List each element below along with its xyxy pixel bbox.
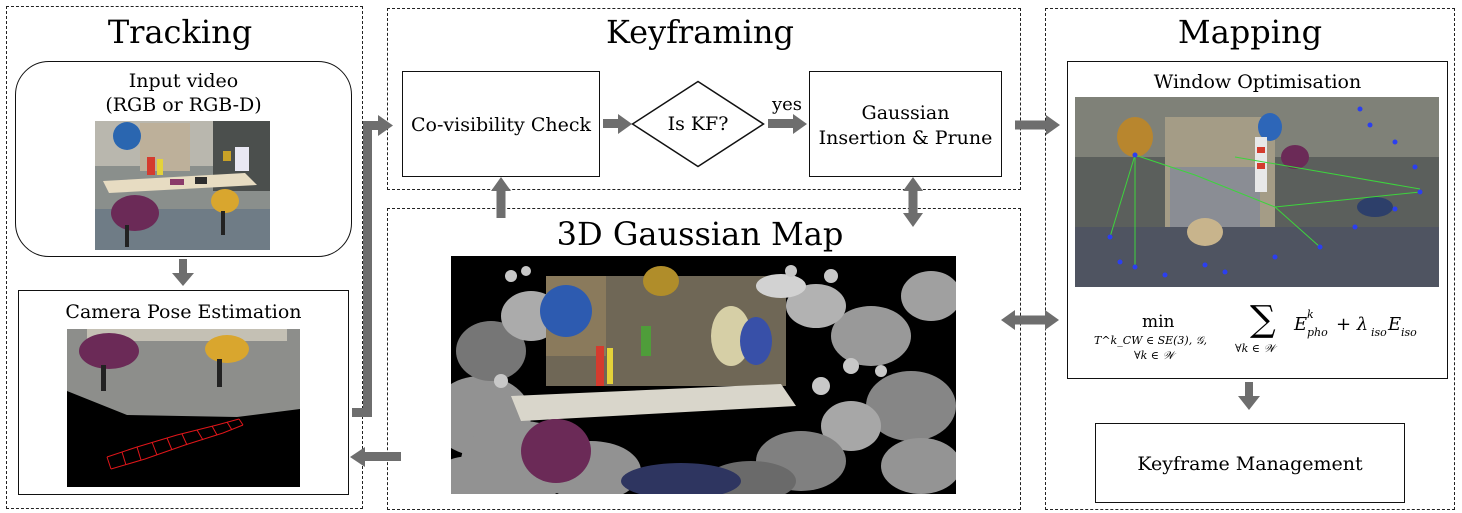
covisibility-check-box xyxy=(402,71,600,177)
mapping-title: Mapping xyxy=(1177,13,1323,51)
covisibility-check-label: Co-visibility Check xyxy=(410,114,591,136)
arrow-insertion-map-bidirectional xyxy=(903,177,923,227)
formula-term2-sub: iso xyxy=(1401,326,1417,339)
gaussian-map-title: 3D Gaussian Map xyxy=(556,215,844,253)
keyframe-management-label: Keyframe Management xyxy=(1137,453,1363,475)
arrow-map-to-covis xyxy=(491,177,511,218)
window-optimisation-render xyxy=(1075,97,1439,287)
tracking-title: Tracking xyxy=(107,13,253,51)
formula-min: min xyxy=(1142,312,1175,332)
formula-plus-lambda: + λ xyxy=(1336,314,1369,335)
input-video-frame xyxy=(95,121,270,250)
keyframing-title: Keyframing xyxy=(606,13,794,51)
camera-pose-frame xyxy=(67,329,300,487)
gaussian-insertion-label-line2: Insertion & Prune xyxy=(818,127,993,149)
optimisation-formula: min T^k_CW ∈ SE(3), 𝒢, ∀k ∈ 𝒲 ∑ ∀k ∈ 𝒲 E… xyxy=(1090,300,1430,370)
keyframe-management-box xyxy=(1095,423,1405,503)
formula-term1-sup: k xyxy=(1307,308,1314,321)
yes-label: yes xyxy=(771,94,803,115)
formula-lambda-sub: iso xyxy=(1371,326,1387,339)
gaussian-map-panel xyxy=(387,208,1021,510)
formula-min-subscript-1: T^k_CW ∈ SE(3), 𝒢, xyxy=(1094,334,1208,347)
formula-sum-subscript: ∀k ∈ 𝒲 xyxy=(1235,342,1275,355)
arrow-decision-to-insertion xyxy=(768,114,807,134)
formula-sum: ∑ xyxy=(1250,299,1276,340)
gaussian-map-render xyxy=(451,256,956,494)
kf-decision-label: Is KF? xyxy=(667,113,729,135)
keyframing-panel xyxy=(387,8,1021,190)
gaussian-insertion-label-line1: Gaussian xyxy=(861,102,950,124)
formula-min-subscript-2: ∀k ∈ 𝒲 xyxy=(1134,349,1174,362)
arrow-window-to-management xyxy=(1238,382,1260,410)
formula-term1: E xyxy=(1294,314,1308,335)
arrow-keyframing-to-mapping xyxy=(1015,115,1060,135)
formula-term1-sub: pho xyxy=(1307,326,1328,339)
formula-term2: E xyxy=(1388,314,1402,335)
gaussian-insertion-box xyxy=(809,71,1002,177)
input-video-label-line1: Input video xyxy=(128,70,239,92)
input-video-label-line2: (RGB or RGB-D) xyxy=(105,94,262,116)
window-optimisation-label: Window Optimisation xyxy=(1153,71,1362,93)
tracking-panel xyxy=(6,6,363,509)
arrow-input-to-pose xyxy=(172,259,194,286)
arrow-covis-to-decision xyxy=(603,114,632,134)
kf-decision-diamond xyxy=(631,80,765,168)
mapping-panel xyxy=(1045,8,1455,510)
arrow-map-to-tracking xyxy=(350,447,401,467)
arrow-tracking-to-keyframing xyxy=(352,115,393,417)
camera-pose-label: Camera Pose Estimation xyxy=(65,301,302,323)
arrow-map-mapping-bidirectional xyxy=(1001,310,1059,330)
